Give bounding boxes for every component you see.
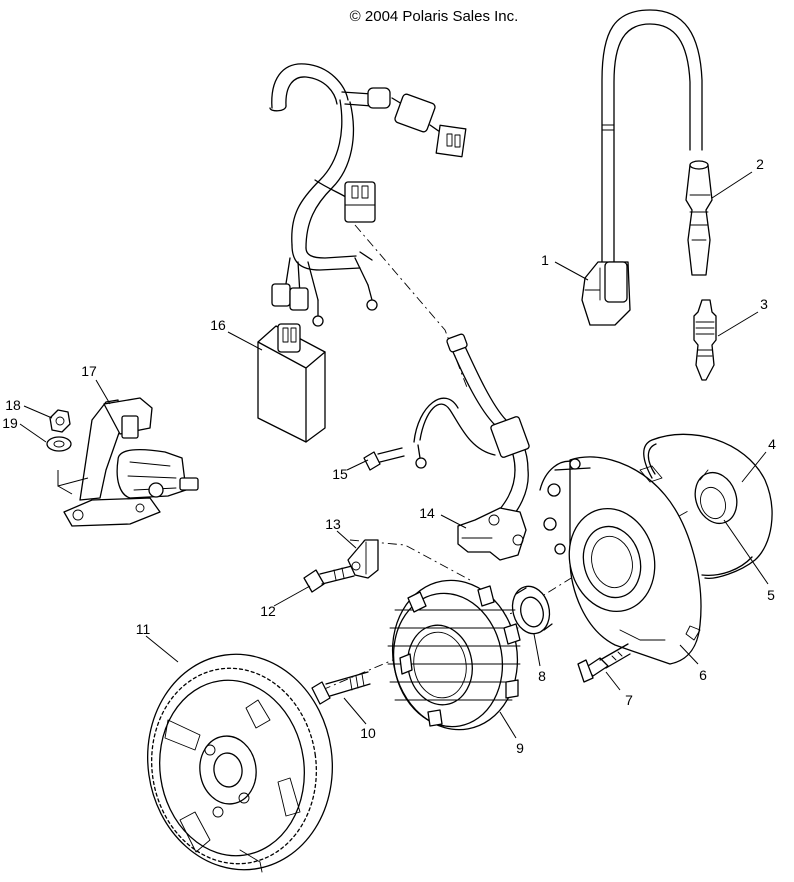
callout-14: 14 bbox=[419, 505, 435, 521]
flywheel bbox=[147, 653, 333, 873]
callout-2: 2 bbox=[756, 156, 764, 172]
copyright-notice: © 2004 Polaris Sales Inc. bbox=[350, 8, 519, 25]
ignition-coil bbox=[581, 9, 703, 326]
leader-lines bbox=[19, 171, 769, 739]
o-ring bbox=[643, 433, 773, 579]
oil-seal bbox=[694, 469, 738, 525]
ground-screw bbox=[363, 447, 405, 471]
mounting-screw bbox=[577, 643, 631, 683]
callout-9: 9 bbox=[516, 740, 524, 756]
callout-13: 13 bbox=[325, 516, 341, 532]
stator-harness-lead bbox=[413, 333, 530, 531]
pulse-coil bbox=[457, 507, 527, 561]
stator-plate bbox=[539, 456, 702, 665]
callout-15: 15 bbox=[332, 466, 348, 482]
callout-labels: 1 2 3 4 5 6 7 8 9 10 11 12 13 14 15 16 1… bbox=[2, 156, 776, 756]
washer bbox=[46, 436, 72, 452]
callout-7: 7 bbox=[625, 692, 633, 708]
callout-1: 1 bbox=[541, 252, 549, 268]
bearing bbox=[511, 585, 553, 635]
callout-19: 19 bbox=[2, 415, 18, 431]
washer-bracket-line bbox=[57, 470, 89, 495]
callout-11: 11 bbox=[136, 621, 151, 637]
nut bbox=[49, 409, 71, 433]
callout-3: 3 bbox=[760, 296, 768, 312]
cdi-module bbox=[257, 323, 326, 443]
callout-16: 16 bbox=[210, 317, 226, 333]
starter-solenoid bbox=[63, 397, 199, 527]
callout-12: 12 bbox=[260, 603, 276, 619]
wire-clamp bbox=[347, 539, 379, 579]
bracket-screw bbox=[303, 565, 355, 593]
callout-5: 5 bbox=[767, 587, 775, 603]
flywheel-bolt bbox=[311, 671, 371, 705]
spark-plug-cap bbox=[685, 160, 713, 276]
callout-6: 6 bbox=[699, 667, 707, 683]
callout-17: 17 bbox=[81, 363, 97, 379]
wiring-harness bbox=[269, 63, 467, 327]
callout-8: 8 bbox=[538, 668, 546, 684]
stator bbox=[387, 579, 521, 731]
callout-10: 10 bbox=[360, 725, 376, 741]
callout-18: 18 bbox=[5, 397, 21, 413]
callout-4: 4 bbox=[768, 436, 776, 452]
spark-plug bbox=[693, 299, 717, 381]
